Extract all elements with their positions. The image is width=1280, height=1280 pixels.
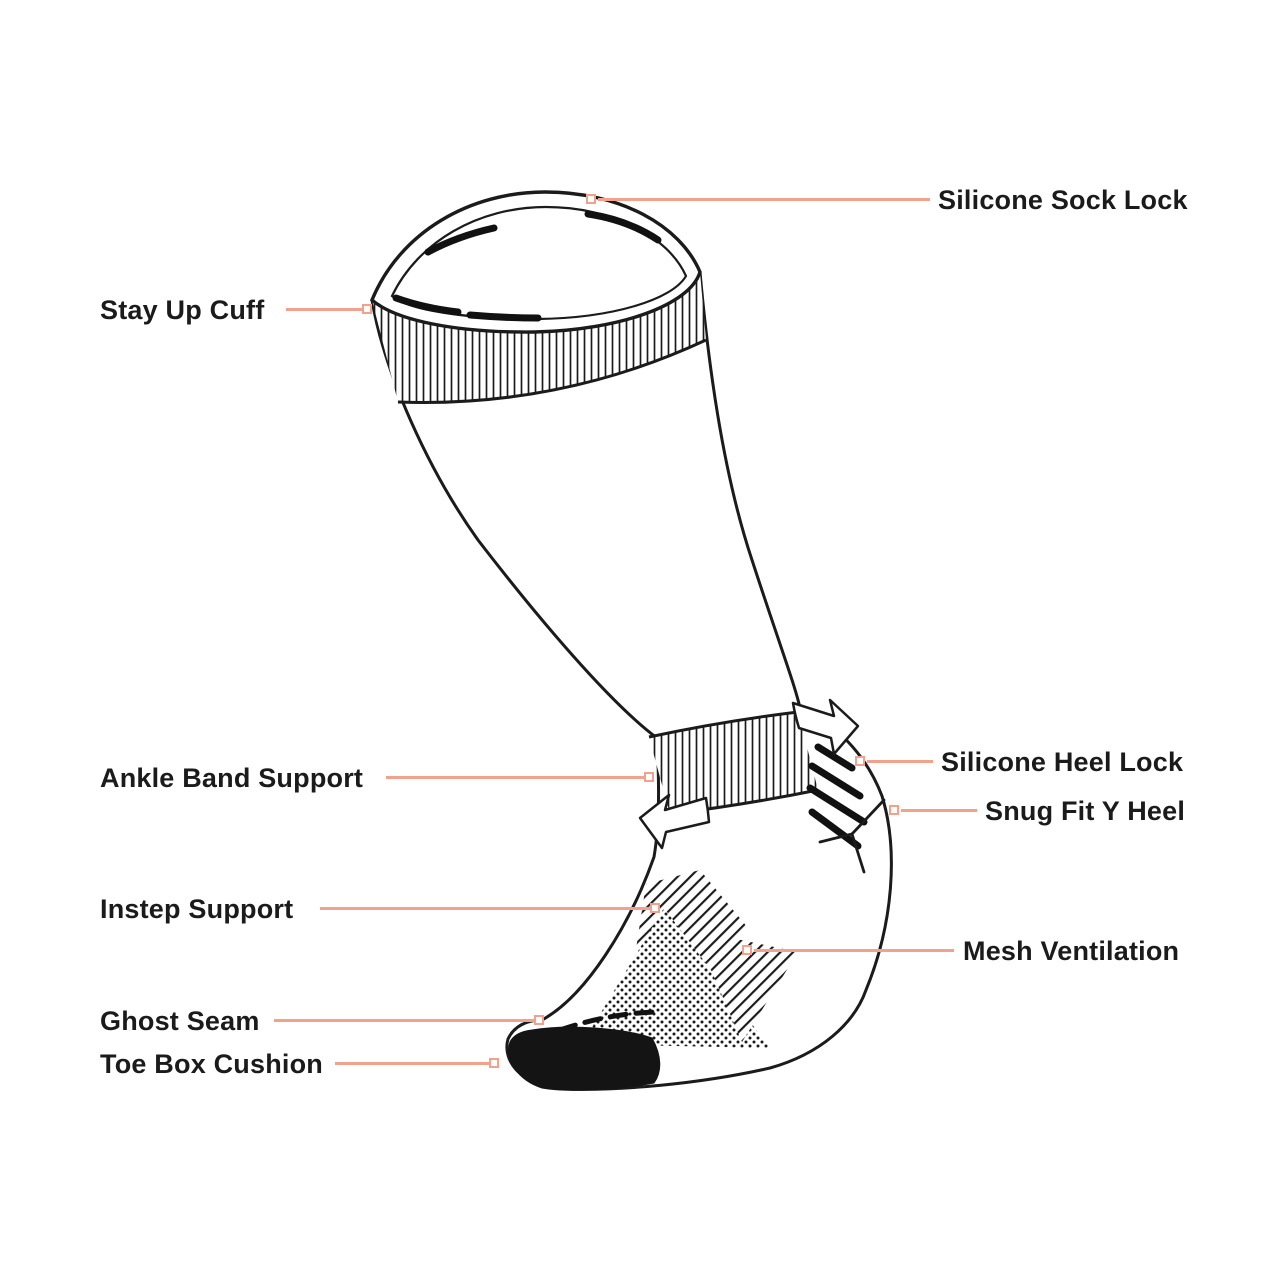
label-snug-fit-y-heel: Snug Fit Y Heel (985, 796, 1186, 826)
label-toe-box-cushion: Toe Box Cushion (100, 1049, 323, 1079)
leader-line (320, 907, 652, 910)
leader-line (386, 776, 646, 779)
silicone-grip-dashes (392, 210, 662, 322)
label-ankle-band-support: Ankle Band Support (100, 763, 364, 793)
y-heel-seam (818, 798, 886, 874)
anchor-marker (644, 772, 654, 782)
leader-line (274, 1019, 536, 1022)
label-silicone-heel-lock: Silicone Heel Lock (941, 747, 1184, 777)
anchor-marker (650, 903, 660, 913)
anchor-marker (362, 304, 372, 314)
leader-line (754, 949, 954, 952)
leader-line (867, 760, 933, 763)
label-instep-support: Instep Support (100, 894, 294, 924)
leader-line (286, 308, 364, 311)
anchor-marker (742, 945, 752, 955)
toe-box-cap (508, 1026, 661, 1091)
anchor-marker (889, 805, 899, 815)
leader-line (901, 809, 977, 812)
mesh-ventilation-texture (582, 908, 798, 1048)
leader-line (598, 198, 930, 201)
anchor-marker (855, 756, 865, 766)
label-silicone-sock-lock: Silicone Sock Lock (938, 185, 1188, 215)
anchor-marker (489, 1058, 499, 1068)
heel-lock-stripes (806, 743, 868, 850)
sock-body-outline (370, 270, 893, 1091)
label-ghost-seam: Ghost Seam (100, 1006, 260, 1036)
anchor-marker (586, 194, 596, 204)
label-mesh-ventilation: Mesh Ventilation (963, 936, 1180, 966)
silicone-sock-lock-band (369, 190, 702, 334)
ankle-wrap-arrows (638, 698, 860, 850)
label-stay-up-cuff: Stay Up Cuff (100, 295, 265, 325)
anchor-marker (534, 1015, 544, 1025)
stay-up-cuff-rib (372, 272, 707, 404)
leader-line (335, 1062, 491, 1065)
